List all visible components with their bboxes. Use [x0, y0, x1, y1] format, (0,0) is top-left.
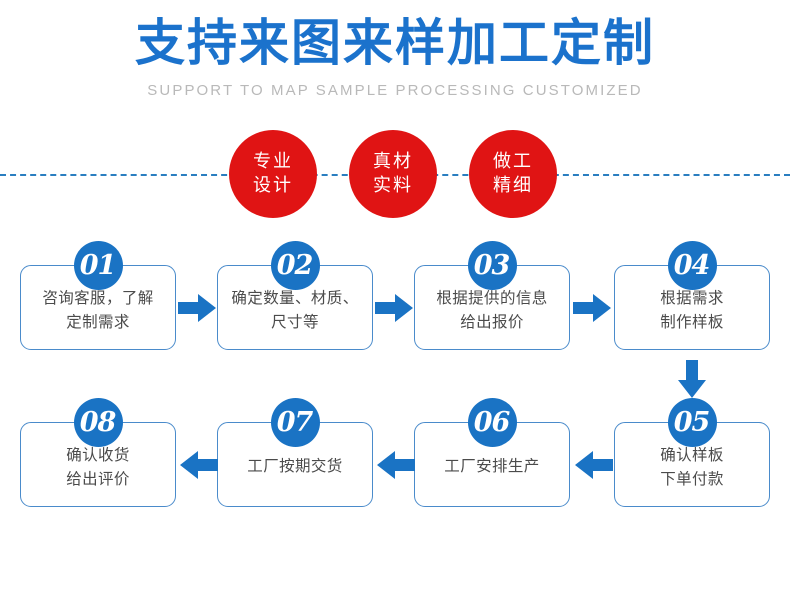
feature-circle-design: 专业 设计: [229, 130, 317, 218]
page-subtitle: SUPPORT TO MAP SAMPLE PROCESSING CUSTOMI…: [147, 82, 643, 99]
step-text-02: 确定数量、材质、 尺寸等: [218, 285, 372, 333]
feature-circle-line2: 实料: [373, 175, 413, 196]
arrow-left-icon-05-to-06: [573, 449, 613, 481]
step-badge-04: 04: [668, 241, 717, 290]
feature-circle-line2: 设计: [253, 175, 293, 196]
step-badge-01: 01: [74, 241, 123, 290]
step-line1: 工厂按期交货: [247, 456, 343, 475]
step-text-06: 工厂安排生产: [415, 453, 569, 477]
step-text-04: 根据需求 制作样板: [615, 285, 769, 333]
step-text-05: 确认样板 下单付款: [615, 442, 769, 490]
feature-circle-line1: 做工: [493, 151, 533, 173]
feature-circle-line2: 精细: [493, 175, 533, 196]
step-text-08: 确认收货 给出评价: [21, 442, 175, 490]
step-line2: 下单付款: [660, 469, 724, 488]
arrow-left-icon-06-to-07: [375, 449, 415, 481]
step-badge-05: 05: [668, 398, 717, 447]
step-line2: 尺寸等: [271, 312, 319, 331]
step-line1: 根据提供的信息: [436, 288, 548, 307]
step-text-07: 工厂按期交货: [218, 453, 372, 477]
step-box-01: 咨询客服，了解 定制需求: [20, 265, 176, 350]
arrow-down-icon-04-to-05: [676, 360, 708, 400]
step-line2: 定制需求: [66, 312, 130, 331]
feature-circle-line1: 专业: [253, 151, 293, 173]
step-badge-06: 06: [468, 398, 517, 447]
step-line1: 确认收货: [66, 445, 130, 464]
step-text-01: 咨询客服，了解 定制需求: [21, 285, 175, 333]
step-badge-08: 08: [74, 398, 123, 447]
page-title: 支持来图来样加工定制: [135, 14, 655, 72]
step-badge-02: 02: [271, 241, 320, 290]
step-line1: 根据需求: [660, 288, 724, 307]
arrow-right-icon-03-to-04: [573, 292, 613, 324]
step-line1: 咨询客服，了解: [42, 288, 154, 307]
step-line2: 给出评价: [66, 469, 130, 488]
step-line1: 工厂安排生产: [444, 456, 540, 475]
arrow-left-icon-07-to-08: [178, 449, 218, 481]
step-badge-07: 07: [271, 398, 320, 447]
step-line1: 确定数量、材质、: [231, 288, 359, 307]
step-text-03: 根据提供的信息 给出报价: [415, 285, 569, 333]
header-block: 支持来图来样加工定制 SUPPORT TO MAP SAMPLE PROCESS…: [0, 14, 790, 99]
feature-circle-material: 真材 实料: [349, 130, 437, 218]
step-badge-03: 03: [468, 241, 517, 290]
feature-circle-line1: 真材: [373, 151, 413, 173]
feature-circle-craft: 做工 精细: [469, 130, 557, 218]
arrow-right-icon-01-to-02: [178, 292, 218, 324]
step-line2: 制作样板: [660, 312, 724, 331]
arrow-right-icon-02-to-03: [375, 292, 415, 324]
step-line1: 确认样板: [660, 445, 724, 464]
step-line2: 给出报价: [460, 312, 524, 331]
feature-circle-row: 专业 设计 真材 实料 做工 精细: [0, 130, 790, 222]
